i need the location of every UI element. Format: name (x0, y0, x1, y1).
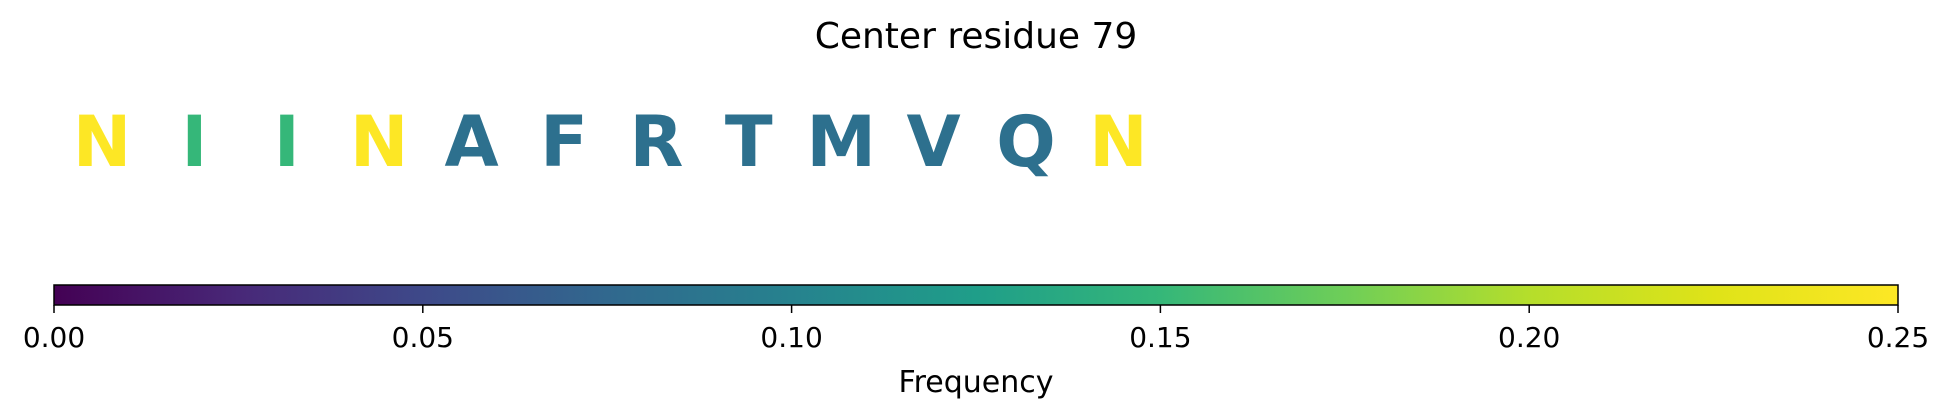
residue-letter: I (274, 101, 300, 183)
residue-letter: I (181, 101, 207, 183)
residue-letter: F (540, 101, 588, 183)
residue-letter: N (1089, 101, 1148, 183)
residue-letter: T (725, 101, 773, 183)
colorbar-label: Frequency (899, 365, 1054, 400)
colorbar-tick-label: 0.25 (1867, 321, 1929, 354)
residue-letter: A (445, 101, 499, 183)
colorbar (53, 284, 1899, 306)
colorbar-tick-label: 0.15 (1129, 321, 1191, 354)
chart-title: Center residue 79 (815, 16, 1138, 57)
residue-letter: R (629, 101, 683, 183)
residue-letter: V (907, 101, 961, 183)
colorbar-tick-label: 0.20 (1498, 321, 1560, 354)
colorbar-tick-label: 0.05 (392, 321, 454, 354)
residue-letter: Q (996, 101, 1056, 183)
colorbar-tick-label: 0.10 (760, 321, 822, 354)
colorbar-tick-label: 0.00 (23, 321, 85, 354)
colorbar-ticks: 0.00 0.05 0.10 0.15 0.20 0.25 (23, 305, 1929, 354)
residue-letter: M (806, 101, 876, 183)
residue-letter: N (73, 101, 132, 183)
residue-letter: N (350, 101, 409, 183)
